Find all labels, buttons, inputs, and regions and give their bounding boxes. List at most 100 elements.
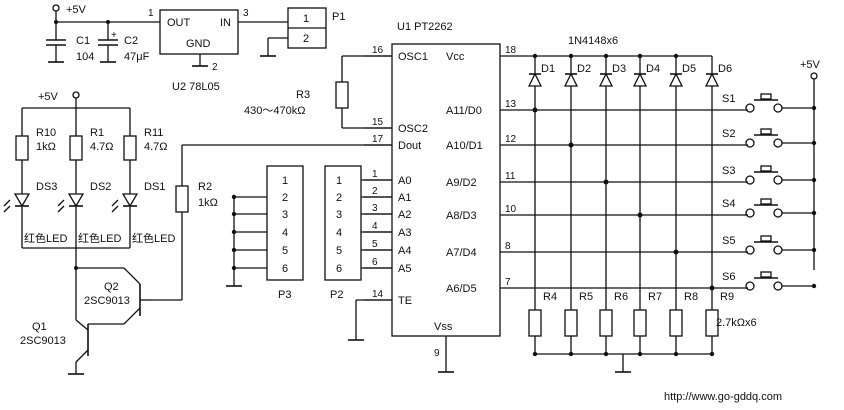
right-vcc: +5V (800, 59, 821, 270)
led-name-1: DS2 (90, 181, 111, 193)
u1-pin-label-a3: A3 (398, 227, 411, 239)
pulldown-value: 2.7kΩx6 (716, 317, 757, 329)
led-name-0: DS3 (36, 181, 57, 193)
diode-label-d3: D3 (612, 63, 626, 75)
diode-label-d5: D5 (682, 63, 696, 75)
u1-pin-label-a4: A4 (398, 245, 411, 257)
p3-pin-4: 4 (282, 227, 288, 239)
pulldown-label-r7: R7 (648, 291, 662, 303)
led-resistor-value-1: 4.7Ω (90, 141, 114, 153)
led-caption-2: 红色LED (132, 231, 175, 245)
u1-pin-label-a2: A2 (398, 209, 411, 221)
u1-pin-1: 1 (372, 169, 378, 180)
p2-pin-5: 5 (336, 245, 342, 257)
u1-pin-label-vcc: Vcc (446, 51, 465, 63)
vcc-right-label: +5V (800, 59, 821, 71)
led-caption-1: 红色LED (78, 231, 121, 245)
u1-pin-4: 4 (372, 221, 378, 232)
r2-name: R2 (198, 181, 212, 193)
u1-pin-3: 3 (372, 203, 378, 214)
c2-value: 47μF (124, 51, 150, 63)
u1-pin-label-a5: A5 (398, 263, 411, 275)
u1-pin-16: 16 (372, 45, 384, 56)
switch-label-s2: S2 (722, 128, 735, 140)
q2-type: 2SC9013 (84, 295, 130, 307)
led-resistor-value-0: 1kΩ (36, 141, 56, 153)
r3-value: 430～470kΩ (244, 105, 305, 117)
switch-label-s4: S4 (722, 198, 735, 210)
p2-pin-3: 3 (336, 209, 342, 221)
pulldown-label-r4: R4 (543, 291, 557, 303)
diode-label-d2: D2 (577, 63, 591, 75)
dout-wiring: R2 1kΩ (152, 144, 392, 301)
u1-pin-13: 13 (505, 99, 517, 110)
regulator-78l05: OUT IN GND 1 3 2 U2 78L05 (148, 8, 288, 93)
diode-label-d6: D6 (718, 63, 732, 75)
diode-d6 (704, 72, 720, 87)
resistor-r6 (599, 309, 613, 337)
resistor-r4 (528, 309, 542, 337)
q1-type: 2SC9013 (20, 335, 66, 347)
pulldown-label-r5: R5 (579, 291, 593, 303)
led-caption-0: 红色LED (24, 231, 67, 245)
u1-name: U1 PT2262 (397, 21, 453, 33)
diode-label-d4: D4 (646, 63, 660, 75)
u1-pin-label-a6-d5: A6/D5 (446, 283, 477, 295)
vcc-top-label: +5V (66, 4, 87, 16)
u1-pin-5: 5 (372, 239, 378, 250)
vcc-led-label: +5V (38, 91, 59, 103)
capacitor-c1: C1 104 (46, 22, 94, 63)
u1-pin-label-a0: A0 (398, 175, 411, 187)
u1-vss-num: 9 (434, 348, 440, 359)
diode-label-d1: D1 (541, 63, 555, 75)
pulldown-label-r6: R6 (614, 291, 628, 303)
ic-pt2262: U1 PT2262 16OSC115OSC217Dout1A02A13A24A3… (364, 21, 517, 373)
p1-name: P1 (332, 11, 345, 23)
diode-d1 (527, 72, 543, 87)
u1-pin-label-a10-d1: A10/D1 (446, 140, 483, 152)
led-resistor-name-1: R1 (90, 127, 104, 139)
p1-pin1: 1 (303, 13, 309, 25)
q2-name: Q2 (104, 281, 119, 293)
transistor-q2: Q2 2SC9013 (76, 267, 152, 325)
p3-pin-3: 3 (282, 209, 288, 221)
transistor-q1: Q1 2SC9013 (20, 268, 89, 375)
p3-pin-6: 6 (282, 263, 288, 275)
u1-pin-label-osc2: OSC2 (398, 123, 428, 135)
resistor-r5 (564, 309, 578, 337)
led-section: +5V R101kΩDS3红色LEDR14.7ΩDS2红色LEDR114.7ΩD… (3, 91, 175, 270)
te-ground (348, 299, 392, 341)
p2-pin-1: 1 (336, 175, 342, 187)
reg-gnd-label: GND (186, 38, 211, 50)
q1-name: Q1 (32, 321, 47, 333)
diode-d3 (598, 72, 614, 87)
power-input: +5V (52, 4, 160, 24)
diodes-title: 1N4148x6 (568, 35, 618, 47)
reg-out-label: OUT (167, 17, 191, 29)
switch-label-s1: S1 (722, 93, 735, 105)
resistor-r8 (669, 309, 683, 337)
diode-d5 (668, 72, 684, 87)
led-resistor-name-0: R10 (36, 127, 56, 139)
u1-pin-10: 10 (505, 204, 517, 215)
u1-pin-label-a8-d3: A8/D3 (446, 210, 477, 222)
watermark: http://www.go-gddq.com (664, 391, 782, 403)
resistor-r7 (633, 309, 647, 337)
p2-pin-2: 2 (336, 192, 342, 204)
p2-name: P2 (330, 289, 343, 301)
reg-in-label: IN (220, 17, 231, 29)
c1-name: C1 (76, 35, 90, 47)
p3-name: P3 (278, 289, 291, 301)
led-resistor-value-2: 4.7Ω (144, 141, 168, 153)
u1-pin-14: 14 (372, 289, 384, 300)
c1-value: 104 (76, 51, 94, 63)
data-rows (500, 107, 748, 291)
u1-pin-label-te: TE (398, 295, 412, 307)
u1-pin-7: 7 (505, 277, 511, 288)
u1-pin-12: 12 (505, 134, 517, 145)
switch-label-s3: S3 (722, 165, 735, 177)
